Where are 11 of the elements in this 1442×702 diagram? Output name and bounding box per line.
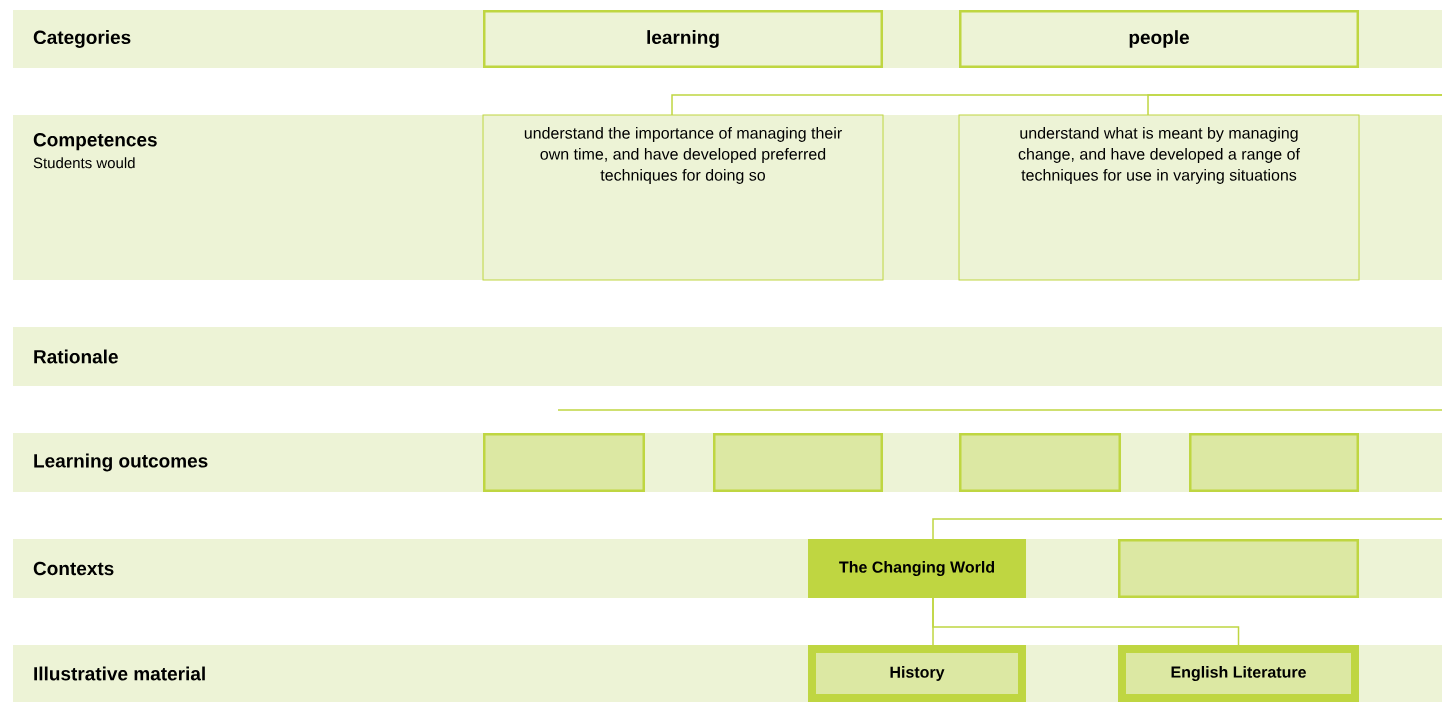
connector-line <box>1147 94 1442 116</box>
category-box: people <box>959 10 1359 68</box>
text-box: understand what is meant by managing change, and have developed a range of techniques for use in varying situations <box>958 114 1360 281</box>
context-box: The Changing World <box>808 539 1026 598</box>
text-box: understand the importance of managing their own time, and have developed preferred techniques for doing so <box>482 114 884 281</box>
category-box: learning <box>483 10 883 68</box>
material-box: History <box>808 645 1026 702</box>
connector-line <box>932 597 1240 646</box>
row-band: Rationale <box>13 327 1442 386</box>
connector-line <box>932 518 1442 540</box>
material-box: English Literature <box>1118 645 1359 702</box>
